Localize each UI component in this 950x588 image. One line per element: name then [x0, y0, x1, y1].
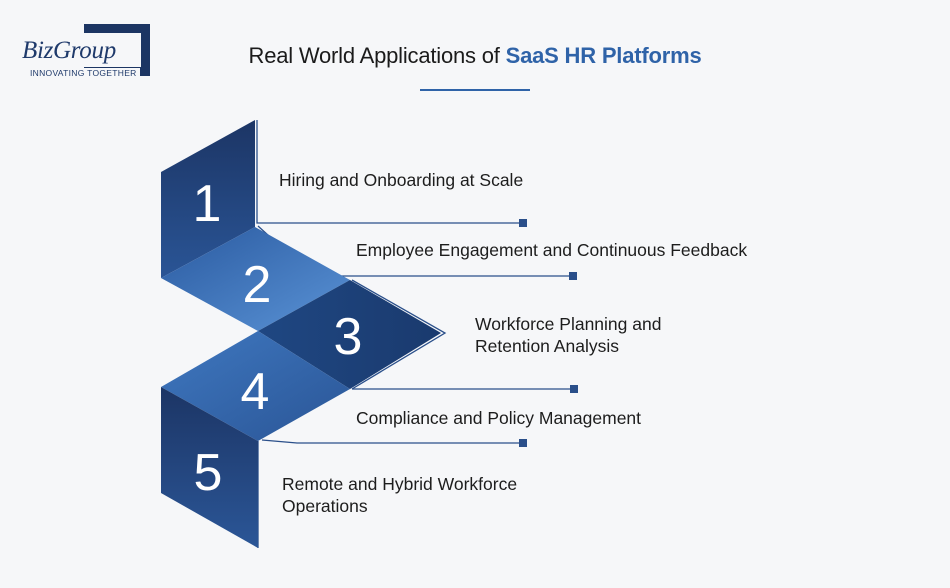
endpoint-4 [570, 385, 578, 393]
title-accent: SaaS HR Platforms [505, 43, 702, 68]
title-underline [420, 89, 530, 91]
step-4-number: 4 [241, 363, 270, 421]
logo-tagline: INNOVATING TOGETHER [30, 68, 140, 78]
connector-5 [261, 439, 523, 444]
connector-3 [351, 279, 447, 390]
endpoint-1 [519, 219, 527, 227]
step-2-label: Employee Engagement and Continuous Feedb… [356, 240, 748, 260]
page-title: Real World Applications of SaaS HR Platf… [0, 43, 950, 69]
endpoint-5 [519, 439, 527, 447]
step-1-number: 1 [193, 175, 222, 233]
connector-1 [256, 120, 523, 224]
logo-name: BizGroup [22, 37, 118, 65]
step-4-block [161, 331, 350, 441]
step-4-label: Compliance and Policy Management [356, 408, 642, 428]
step-1-block [161, 120, 255, 278]
step-2-number: 2 [243, 256, 272, 314]
endpoint-2 [569, 272, 577, 280]
step-2-block [161, 227, 350, 331]
step-5-label: Remote and Hybrid Workforce Operations [282, 474, 518, 516]
title-prefix: Real World Applications of [248, 43, 506, 68]
step-1-label: Hiring and Onboarding at Scale [279, 170, 524, 190]
step-3-number: 3 [334, 308, 363, 366]
step-3-label: Workforce Planning and Retention Analysi… [475, 314, 662, 356]
step-3-block [258, 280, 441, 389]
bizgroup-logo: BizGroup INNOVATING TOGETHER [22, 24, 162, 84]
connector-endpoints [519, 219, 578, 447]
step-5-number: 5 [194, 444, 223, 502]
step-5-block [161, 387, 258, 548]
